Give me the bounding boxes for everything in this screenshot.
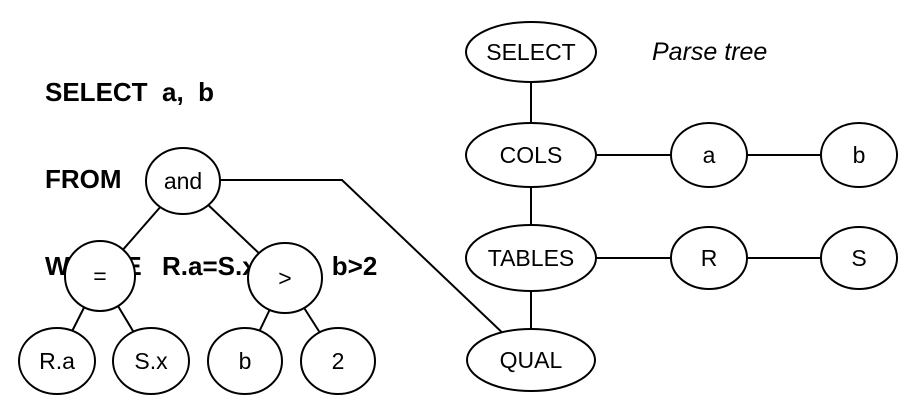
node-tables-shape — [465, 224, 597, 292]
node-and-label: and — [164, 168, 202, 194]
node-gt-label: > — [278, 265, 291, 291]
node-b-label: b — [239, 348, 252, 374]
node-table-r-shape — [670, 226, 748, 290]
node-qual-shape — [466, 328, 596, 392]
node-sx-shape — [112, 327, 190, 395]
node-2-shape — [300, 327, 376, 395]
node-ra-label: R.a — [39, 348, 75, 374]
node-eq-label: = — [93, 263, 106, 289]
node-2-label: 2 — [332, 348, 345, 374]
node-col-b-label: b — [853, 142, 866, 168]
node-and-shape — [145, 147, 221, 215]
node-col-a-shape — [670, 122, 748, 188]
sql-keyword-from: FROM — [45, 164, 122, 194]
node-select-label: SELECT — [486, 39, 575, 65]
node-table-s-shape — [820, 226, 898, 290]
node-ra-shape — [18, 327, 96, 395]
node-qual-label: QUAL — [500, 347, 563, 373]
node-table-s-label: S — [851, 245, 866, 271]
sql-select-args: a, b — [162, 77, 215, 107]
node-select-shape — [465, 21, 597, 83]
node-gt-shape — [247, 242, 323, 314]
node-cols-label: COLS — [500, 142, 563, 168]
sql-keyword-select: SELECT — [45, 77, 148, 107]
node-col-b-shape — [820, 122, 898, 188]
node-b-shape — [207, 327, 283, 395]
parse-tree-caption: Parse tree — [652, 38, 768, 66]
edge-and-qual — [183, 179, 532, 361]
node-tables-label: TABLES — [488, 245, 575, 271]
node-cols-shape — [465, 122, 597, 188]
node-col-a-label: a — [703, 142, 716, 168]
node-sx-label: S.x — [134, 348, 168, 374]
node-table-r-label: R — [701, 245, 718, 271]
sql-select-line: SELECT a, b — [45, 78, 377, 107]
node-eq-shape — [64, 240, 136, 312]
